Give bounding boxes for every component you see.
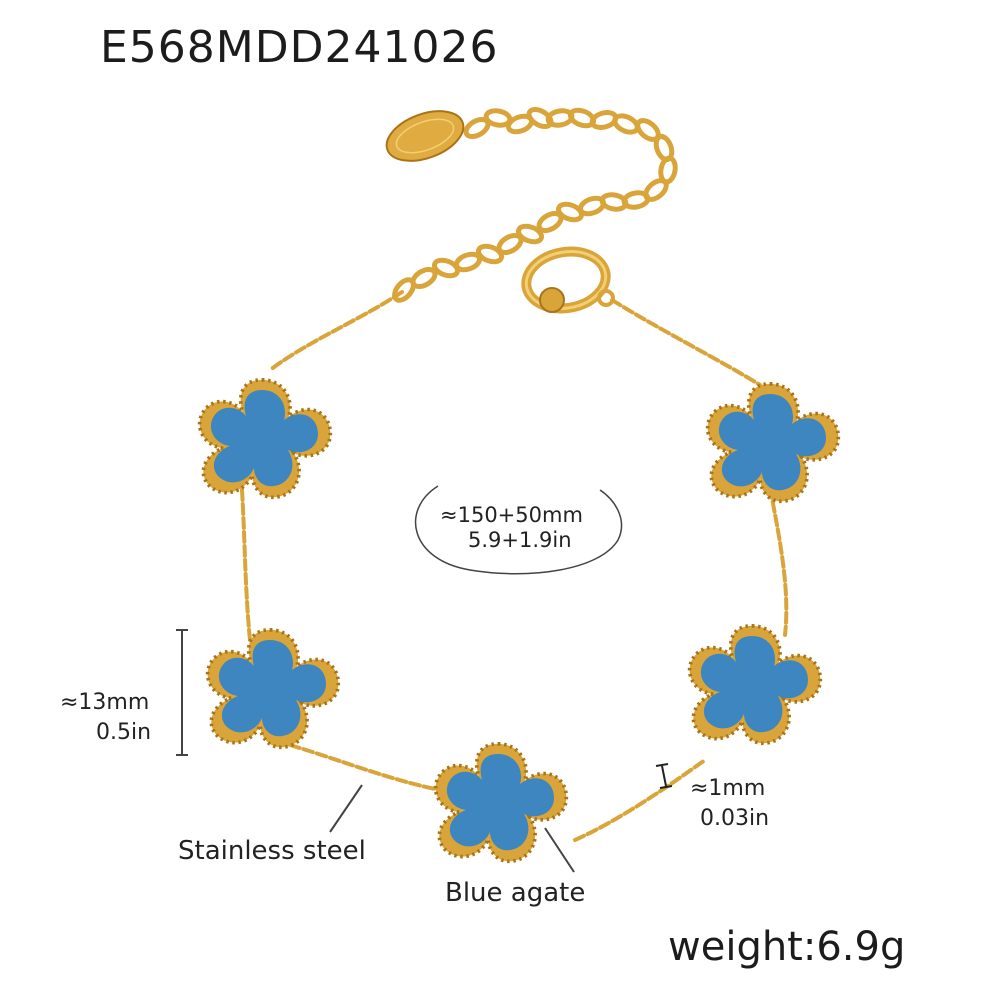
flower-charm-middle-left <box>205 628 341 750</box>
length-arc <box>414 485 623 575</box>
weight-label: weight:6.9g <box>668 924 906 970</box>
thickness-mm-label: ≈1mm <box>690 776 766 801</box>
thickness-in-label: 0.03in <box>700 806 770 831</box>
brand-tag <box>385 110 465 162</box>
flower-charm-bottom <box>433 742 569 864</box>
main-chain <box>240 290 789 842</box>
height-in-label: 0.5in <box>96 720 152 745</box>
length-in-label: 5.9+1.9in <box>468 528 572 552</box>
flower-charm-top-right <box>705 382 841 504</box>
thickness-marker <box>655 763 673 789</box>
height-mm-label: ≈13mm <box>60 690 150 715</box>
material-label: Stainless steel <box>178 836 366 866</box>
lobster-clasp <box>521 246 615 314</box>
flower-charm-top-left <box>197 378 333 500</box>
stone-pointer-line <box>544 827 575 873</box>
material-pointer-line <box>329 784 363 833</box>
extender-chain <box>392 106 678 303</box>
height-dimension-line <box>176 629 188 756</box>
product-code: E568MDD241026 <box>100 22 499 73</box>
stone-label: Blue agate <box>445 878 586 908</box>
length-mm-label: ≈150+50mm <box>440 503 583 527</box>
flower-charm-middle-right <box>687 624 823 746</box>
